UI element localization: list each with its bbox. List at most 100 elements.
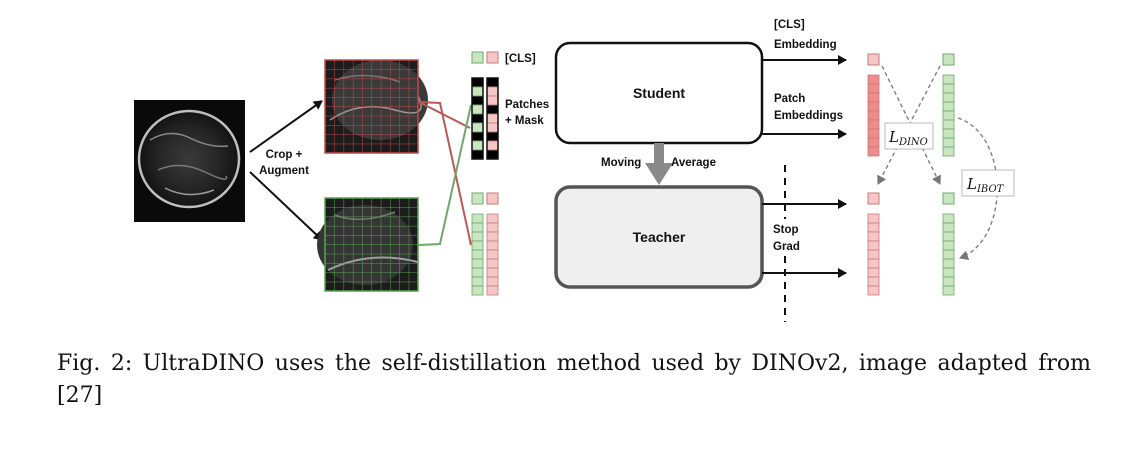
patch-token bbox=[486, 258, 499, 269]
input-ultrasound-image bbox=[134, 100, 245, 222]
moving-average-arrow bbox=[645, 143, 673, 185]
masked-token bbox=[486, 104, 499, 115]
cls-tokens-bottom bbox=[471, 192, 499, 205]
patch-token bbox=[471, 122, 484, 133]
patch-token bbox=[867, 92, 880, 103]
patch-token bbox=[942, 249, 955, 260]
patch-token bbox=[471, 231, 484, 242]
stop-grad-label-1: Stop bbox=[773, 224, 799, 236]
token-column-outline bbox=[486, 77, 499, 160]
crop-arrow-lower bbox=[249, 171, 323, 241]
patch-embeddings-label-2: Embeddings bbox=[774, 110, 843, 122]
masked-token bbox=[486, 131, 499, 142]
patch-token bbox=[867, 128, 880, 139]
patch-token bbox=[867, 213, 880, 224]
masked-token bbox=[486, 77, 499, 88]
patch-token bbox=[942, 146, 955, 157]
patch-token bbox=[942, 240, 955, 251]
teacher-input-column-green bbox=[471, 213, 484, 296]
patch-token bbox=[942, 213, 955, 224]
patch-token bbox=[942, 267, 955, 278]
student-cls-embedding-red bbox=[867, 53, 880, 66]
patch-token bbox=[471, 258, 484, 269]
patch-token bbox=[867, 276, 880, 287]
green-connector-cross bbox=[418, 104, 472, 246]
crop-augment-label-2: Augment bbox=[259, 165, 309, 177]
patch-token bbox=[867, 146, 880, 157]
stop-grad-label-2: Grad bbox=[773, 241, 800, 253]
teacher-box bbox=[554, 185, 764, 289]
patch-token bbox=[471, 213, 484, 224]
patch-token bbox=[471, 86, 484, 97]
student-input-column-red-masked bbox=[486, 77, 499, 160]
teacher-cls-embedding-red bbox=[867, 192, 880, 205]
patch-token bbox=[867, 110, 880, 121]
patch-token bbox=[471, 249, 484, 260]
cls-token-label: [CLS] bbox=[505, 53, 536, 65]
teacher-input-column-red bbox=[486, 213, 499, 296]
patch-token bbox=[942, 101, 955, 112]
patch-token bbox=[486, 285, 499, 296]
patch-token bbox=[942, 110, 955, 121]
patch-token bbox=[942, 128, 955, 139]
patch-token bbox=[486, 276, 499, 287]
patches-mask-label-2: + Mask bbox=[505, 115, 544, 127]
dino-diagram: Crop + Augment [CLS] Patches + Mask St bbox=[134, 19, 1015, 322]
patch-token bbox=[867, 137, 880, 148]
patches-mask-label-1: Patches bbox=[505, 99, 549, 111]
patch-embeddings-label-1: Patch bbox=[774, 93, 805, 105]
patch-token bbox=[486, 95, 499, 106]
ibot-loss-box bbox=[961, 169, 1015, 197]
patch-token bbox=[486, 122, 499, 133]
red-connector-cross bbox=[418, 101, 472, 246]
moving-label: Moving bbox=[601, 157, 641, 169]
teacher-patch-embeddings-red bbox=[867, 213, 880, 296]
crop-global-red bbox=[324, 59, 428, 154]
patch-token bbox=[867, 231, 880, 242]
masked-token bbox=[471, 149, 484, 160]
patch-token bbox=[486, 231, 499, 242]
patch-token bbox=[867, 285, 880, 296]
figure-caption: Fig. 2: UltraDINO uses the self-distilla… bbox=[57, 351, 1091, 408]
red-connector-upper bbox=[418, 101, 471, 129]
patch-token bbox=[471, 240, 484, 251]
patch-token bbox=[471, 104, 484, 115]
masked-token bbox=[471, 113, 484, 124]
patch-token bbox=[486, 213, 499, 224]
cls-embedding-label-2: Embedding bbox=[774, 39, 837, 51]
patch-token bbox=[471, 267, 484, 278]
student-input-column-green-masked bbox=[471, 77, 484, 160]
patch-token bbox=[942, 276, 955, 287]
patch-token bbox=[486, 267, 499, 278]
student-cls-embedding-green bbox=[942, 53, 955, 66]
patch-token bbox=[867, 74, 880, 85]
ibot-loss-label: LIBOT bbox=[966, 175, 1005, 195]
teacher-patch-embeddings-green bbox=[942, 213, 955, 296]
token-column-outline bbox=[471, 77, 484, 160]
stop-grad-label-bg bbox=[771, 219, 805, 253]
patch-token bbox=[471, 285, 484, 296]
patch-token bbox=[471, 222, 484, 233]
patch-token bbox=[867, 258, 880, 269]
patch-token bbox=[867, 267, 880, 278]
student-label: Student bbox=[633, 85, 685, 101]
masked-token bbox=[471, 131, 484, 142]
patch-token bbox=[486, 140, 499, 151]
crop-arrow-upper bbox=[249, 100, 323, 153]
masked-token bbox=[471, 77, 484, 88]
patch-token bbox=[942, 74, 955, 85]
dino-loss-box bbox=[884, 122, 934, 150]
patch-token bbox=[471, 276, 484, 287]
crop-global-green bbox=[317, 197, 419, 292]
cls-tokens-top bbox=[471, 51, 499, 64]
cls-embedding-label-1: [CLS] bbox=[774, 19, 805, 31]
patch-token bbox=[867, 83, 880, 94]
patch-token bbox=[486, 240, 499, 251]
patch-token bbox=[867, 240, 880, 251]
patch-token bbox=[486, 249, 499, 260]
patch-token bbox=[942, 137, 955, 148]
patch-token bbox=[942, 119, 955, 130]
patch-token bbox=[486, 113, 499, 124]
teacher-label: Teacher bbox=[633, 229, 686, 245]
patch-token bbox=[942, 231, 955, 242]
